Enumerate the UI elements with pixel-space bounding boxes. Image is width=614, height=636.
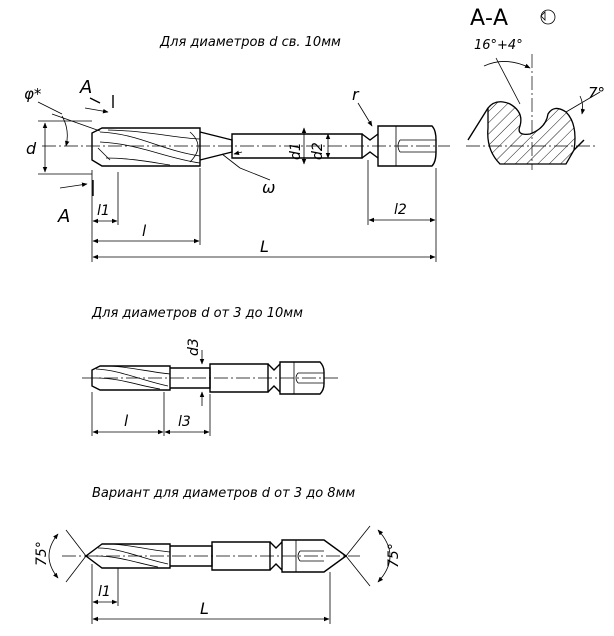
- label-d1: d1: [288, 142, 304, 160]
- flute-line: [107, 129, 201, 140]
- label-d: d: [26, 139, 37, 158]
- main-view: d φ* А А d1 d2 r ω l1 l: [24, 77, 450, 262]
- label-l-view2: l: [124, 412, 129, 430]
- label-angle-16: 16°+4°: [474, 38, 523, 53]
- label-L-view3: L: [200, 599, 209, 618]
- section-A-A: А-А 16°+4° 7°: [466, 6, 605, 170]
- label-l2: l2: [394, 202, 407, 218]
- label-L: L: [260, 237, 269, 256]
- section-label: А-А: [470, 6, 508, 31]
- cutting-part: [91, 127, 201, 167]
- label-75-left: 75°: [34, 541, 50, 566]
- label-phi: φ*: [24, 85, 42, 103]
- label-A-top: А: [79, 77, 92, 98]
- view-3-to-10mm: d3 l l3: [82, 338, 340, 436]
- title-3-to-10mm: Для диаметров d от 3 до 10мм: [91, 306, 303, 321]
- label-l: l: [142, 222, 147, 240]
- flute-runout: [189, 131, 199, 163]
- label-75-right: 75°: [386, 543, 402, 568]
- label-d2: d2: [310, 142, 326, 160]
- flute-line: [105, 157, 171, 166]
- label-r: r: [352, 85, 360, 104]
- shank-groove: [361, 133, 379, 159]
- label-l3: l3: [178, 414, 191, 430]
- flute-line: [99, 141, 201, 164]
- label-l1: l1: [97, 203, 110, 219]
- title-over-10mm: Для диаметров d св. 10мм: [159, 35, 341, 50]
- tang-slot: [395, 126, 436, 166]
- label-omega: ω: [262, 178, 275, 197]
- view-variant-3-to-8mm: 75° 75° l1 L: [34, 525, 402, 624]
- flute-line: [99, 131, 201, 157]
- label-A-bottom: А: [57, 206, 70, 227]
- label-angle-7: 7°: [588, 84, 605, 102]
- section-body: [487, 101, 576, 165]
- rotation-icon: [540, 9, 556, 25]
- label-l1-view3: l1: [98, 584, 111, 600]
- label-d3: d3: [186, 338, 202, 356]
- flute-line: [97, 147, 111, 161]
- title-variant-3-to-8mm: Вариант для диаметров d от 3 до 8мм: [92, 486, 355, 501]
